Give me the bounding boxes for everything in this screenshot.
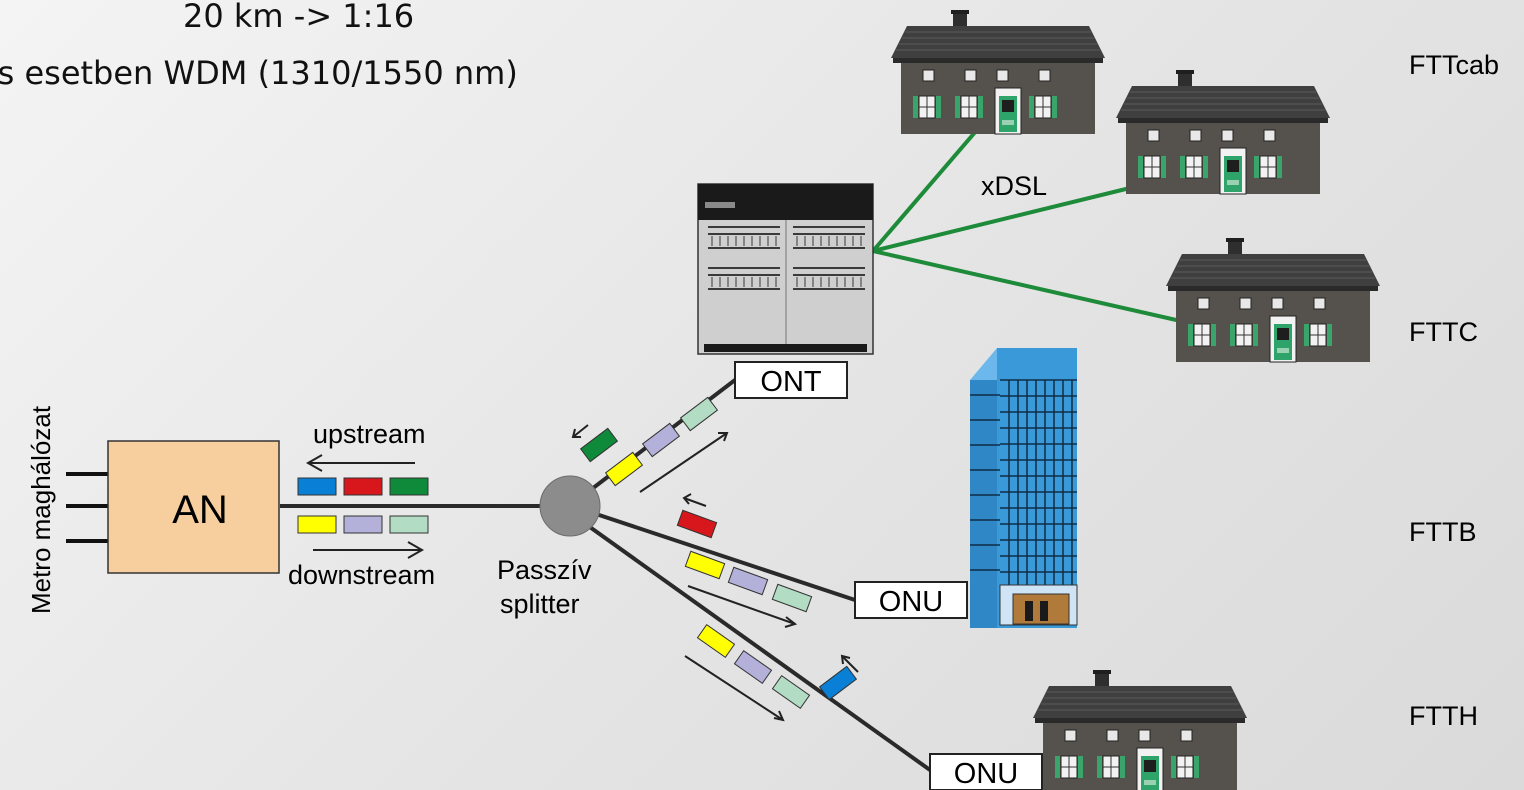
header-line-1: 20 km -> 1:16	[183, 0, 415, 35]
house-ftth	[1032, 669, 1248, 790]
packet-mint-2	[771, 583, 813, 613]
access-node-box	[107, 440, 280, 574]
metro-network-label: Metro maghálózat	[26, 405, 56, 614]
splitter-label-line2: splitter	[500, 589, 580, 619]
fttb-label: FTTB	[1409, 517, 1477, 547]
onu-house-label: ONU	[954, 758, 1018, 790]
house-fttcab-2	[1115, 69, 1331, 195]
onu-building-box	[854, 581, 968, 619]
access-node-label: AN	[172, 488, 228, 532]
packet-yellow-3	[696, 623, 736, 659]
downstream-label: downstream	[288, 560, 435, 590]
upstream-label: upstream	[313, 419, 426, 449]
ftth-label: FTTH	[1409, 701, 1478, 731]
onu-house-box	[929, 753, 1043, 790]
house-fttcab-1	[890, 9, 1106, 135]
house-fttc	[1165, 237, 1381, 363]
office-building	[970, 348, 1078, 628]
header-line-2: as esetben WDM (1310/1550 nm)	[0, 54, 518, 92]
fttcab-label: FTTcab	[1409, 50, 1499, 80]
xdsl-label: xDSL	[981, 171, 1047, 201]
packet-red-upstream	[676, 509, 718, 539]
packet-lavender-2	[727, 566, 769, 596]
ont-cabinet	[697, 183, 874, 355]
packet-green-upstream	[579, 427, 619, 463]
packet-mint-3	[771, 674, 811, 710]
passive-splitter	[539, 475, 601, 537]
packet-lavender	[641, 422, 681, 458]
fttc-label: FTTC	[1409, 317, 1478, 347]
upstream-arrow	[305, 454, 415, 472]
packet-lavender-3	[733, 649, 773, 685]
splitter-label-line1: Passzív	[497, 555, 592, 585]
ont-label: ONT	[760, 366, 822, 398]
ont-box	[734, 361, 848, 399]
downstream-wavelengths	[297, 515, 429, 534]
packet-blue-upstream	[818, 665, 858, 701]
packet-yellow-2	[684, 550, 726, 580]
packet-mint	[679, 396, 719, 432]
onu-building-label: ONU	[879, 586, 943, 618]
upstream-wavelengths	[297, 477, 429, 496]
downstream-arrow	[313, 541, 425, 559]
packet-yellow	[604, 451, 644, 487]
